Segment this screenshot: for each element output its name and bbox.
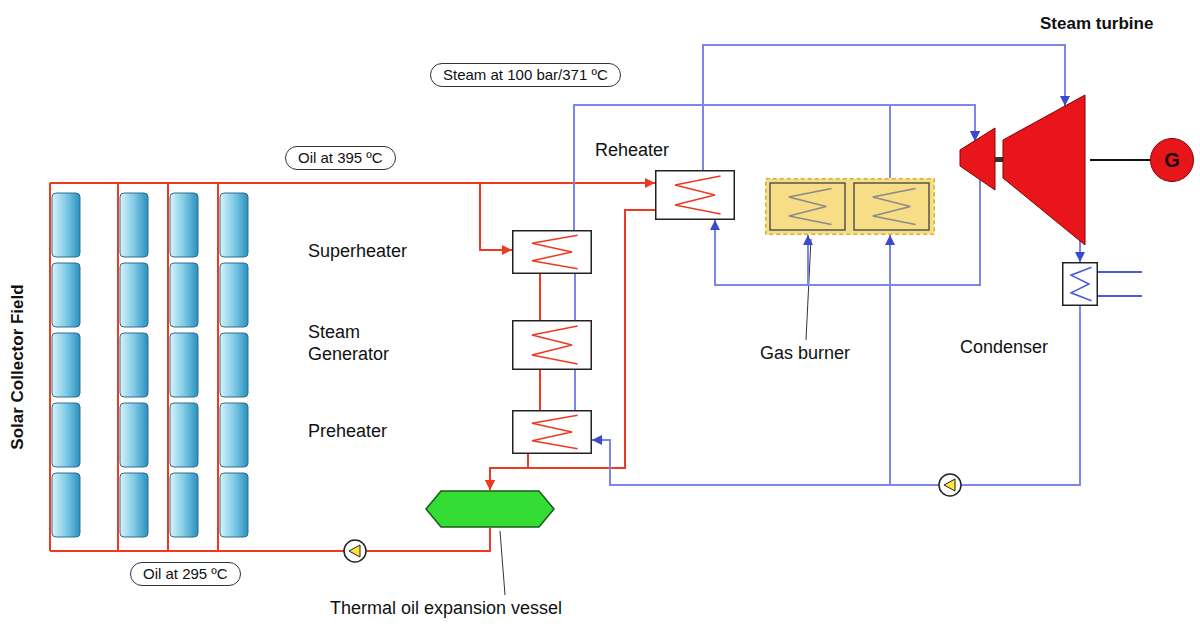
steam-generator-box: Steam Generator xyxy=(512,320,592,370)
collector-panel xyxy=(52,333,80,397)
collector-panel xyxy=(220,193,248,257)
node-shape xyxy=(512,410,592,454)
node-shape xyxy=(655,170,735,220)
steam-turbine: Steam turbine xyxy=(950,92,1090,248)
heat-exchanger-outline xyxy=(656,171,735,220)
heat-exchanger-coil xyxy=(532,326,578,364)
heat-exchanger-coil xyxy=(532,415,578,448)
generator-circle: G xyxy=(1150,138,1194,182)
steam-pipe xyxy=(574,105,975,230)
node-shape xyxy=(512,230,592,274)
node-shape xyxy=(512,320,592,370)
heat-exchanger-outline xyxy=(513,231,592,274)
steam-pipe xyxy=(574,274,576,320)
node-label: Oil at 395 ºC xyxy=(298,149,383,167)
node-label: Steam at 100 bar/371 ºC xyxy=(443,66,608,84)
heat-exchanger-coil xyxy=(532,235,578,268)
oil-pipe xyxy=(250,183,512,250)
heat-exchanger-coil xyxy=(675,176,721,214)
heat-exchanger-outline xyxy=(513,321,592,370)
preheater-box: Preheater xyxy=(512,410,592,454)
collector-panel xyxy=(120,263,148,327)
superheater-box: Superheater xyxy=(512,230,592,274)
collector-panel xyxy=(120,333,148,397)
shaft-line xyxy=(1090,159,1150,161)
heat-exchanger-outline xyxy=(770,183,845,230)
oil-pipe xyxy=(539,370,541,410)
node-label: Steam turbine xyxy=(1040,14,1153,34)
turbine-shaft xyxy=(995,157,1003,162)
heat-exchanger-outline xyxy=(1063,263,1098,306)
collector-panel xyxy=(120,193,148,257)
collector-panel xyxy=(170,403,198,467)
feedwater-pump xyxy=(939,474,961,496)
oil-temperature-tag: Oil at 395 ºC xyxy=(285,146,396,170)
oil-pipe xyxy=(539,274,541,320)
heat-exchanger-coil xyxy=(1071,267,1092,300)
collector-panel xyxy=(170,333,198,397)
reheater-box: Reheater xyxy=(655,170,735,220)
cooling-water-lines xyxy=(1098,272,1142,296)
node-shape xyxy=(1062,262,1098,306)
collector-panel xyxy=(52,263,80,327)
steam-pipe xyxy=(592,306,1080,485)
collector-panel xyxy=(220,403,248,467)
expansion-vessel: Thermal oil expansion vessel xyxy=(425,490,555,528)
oil-pump xyxy=(344,540,366,562)
oil-pipe xyxy=(250,528,490,551)
vessel-hexagon xyxy=(426,491,554,527)
collector-panel xyxy=(120,473,148,537)
node-label: Steam Generator xyxy=(308,322,418,365)
gas-burner-box: Gas burner xyxy=(765,178,935,235)
leader-line xyxy=(500,531,505,595)
collector-panel xyxy=(170,263,198,327)
node-shape xyxy=(765,178,935,235)
steam-pipe xyxy=(890,235,1080,485)
lp-turbine-symbol xyxy=(1003,95,1085,245)
pump-casing xyxy=(939,474,961,496)
node-label: Superheater xyxy=(308,241,407,263)
node-label: Reheater xyxy=(595,140,669,162)
node-label: Oil at 295 ºC xyxy=(143,565,228,583)
collector-panel xyxy=(220,473,248,537)
node-shape xyxy=(40,183,255,551)
steam-pipe xyxy=(1079,241,1081,262)
collector-panel xyxy=(52,403,80,467)
heat-exchanger-coil xyxy=(789,189,832,225)
steam-pipe xyxy=(574,370,576,410)
node-label: Solar Collector Field xyxy=(8,284,28,449)
node-label: Gas burner xyxy=(760,343,850,365)
heat-exchanger-outline xyxy=(513,411,592,454)
heat-exchanger-coil xyxy=(873,189,916,225)
oil-temperature-tag: Oil at 295 ºC xyxy=(130,562,241,586)
collector-panel xyxy=(170,193,198,257)
collector-panel xyxy=(220,333,248,397)
node-shape xyxy=(950,92,1090,248)
collector-panel xyxy=(220,263,248,327)
oil-pipe xyxy=(490,210,655,490)
pump-casing xyxy=(344,540,366,562)
node-label: Condenser xyxy=(960,337,1048,359)
collector-panel xyxy=(170,473,198,537)
collector-panel xyxy=(120,403,148,467)
burner-housing xyxy=(766,179,935,235)
node-label: Preheater xyxy=(308,421,387,443)
pump-triangle xyxy=(349,545,360,557)
node-label: G xyxy=(1164,148,1180,172)
pump-triangle xyxy=(944,479,955,491)
heat-exchanger-outline xyxy=(854,183,929,230)
steam-condition-tag: Steam at 100 bar/371 ºC xyxy=(430,63,621,87)
node-label: Thermal oil expansion vessel xyxy=(330,598,562,620)
collector-panel xyxy=(52,193,80,257)
oil-pipe xyxy=(490,454,528,490)
collector-pipes xyxy=(50,183,250,551)
hp-turbine-symbol xyxy=(960,128,995,190)
solar-collector-field: Solar Collector Field xyxy=(40,183,255,551)
collector-panel xyxy=(52,473,80,537)
condenser-box: Condenser xyxy=(1062,262,1098,306)
node-shape xyxy=(425,490,555,528)
